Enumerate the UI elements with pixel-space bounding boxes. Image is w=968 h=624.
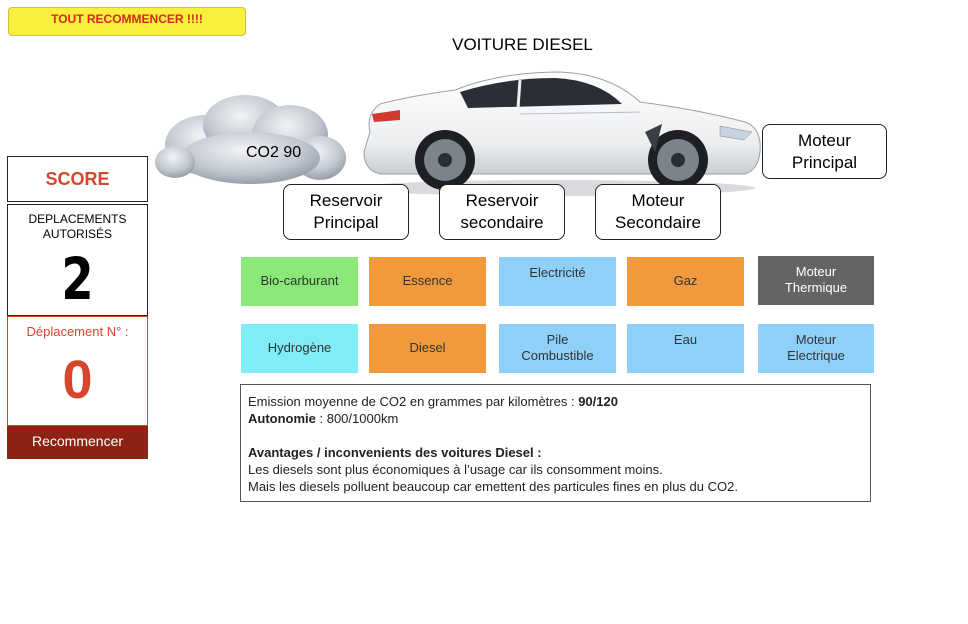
move-count-label: Déplacement N° : [26, 324, 129, 339]
tile-label: Gaz [673, 272, 698, 288]
autonomie-line: Autonomie : 800/1000km [248, 411, 399, 426]
co2-cloud-icon [155, 95, 346, 184]
page-title: VOITURE DIESEL [452, 35, 593, 54]
tile-diesel[interactable]: Diesel [369, 324, 486, 373]
restart-button[interactable]: Recommencer [7, 426, 148, 459]
tile-bio-carburant[interactable]: Bio-carburant [241, 257, 358, 306]
tile-label: Hydrogène [267, 339, 332, 355]
score-title: SCORE [7, 156, 148, 202]
car-icon [355, 71, 761, 196]
move-count-value: 0 [62, 350, 93, 410]
advantages-line-2: Mais les diesels polluent beaucoup car e… [248, 479, 738, 494]
tile-hydrogene[interactable]: Hydrogène [241, 324, 358, 373]
moves-allowed-value: 2 [61, 245, 94, 313]
restart-all-button[interactable]: TOUT RECOMMENCER !!!! [8, 7, 246, 36]
tile-electricite[interactable]: Electricité [499, 257, 616, 306]
advantages-title: Avantages / inconvenients des voitures D… [248, 445, 542, 460]
tile-label: Electricité [529, 265, 586, 280]
tile-label: Bio-carburant [260, 272, 339, 288]
co2-label: CO2 90 [246, 144, 302, 161]
info-panel: Emission moyenne de CO2 en grammes par k… [240, 384, 871, 502]
tile-label: Diesel [409, 339, 446, 355]
tile-essence[interactable]: Essence [369, 257, 486, 306]
move-count-box: Déplacement N° : 0 [7, 316, 148, 426]
advantages-line-1: Les diesels sont plus économiques à l’us… [248, 462, 663, 477]
tile-eau[interactable]: Eau [627, 324, 744, 373]
tile-label: Eau [673, 332, 698, 347]
emission-value: 90/120 [578, 394, 618, 409]
tile-label: Essence [402, 272, 453, 288]
tile-gaz[interactable]: Gaz [627, 257, 744, 306]
emission-line: Emission moyenne de CO2 en grammes par k… [248, 394, 618, 409]
